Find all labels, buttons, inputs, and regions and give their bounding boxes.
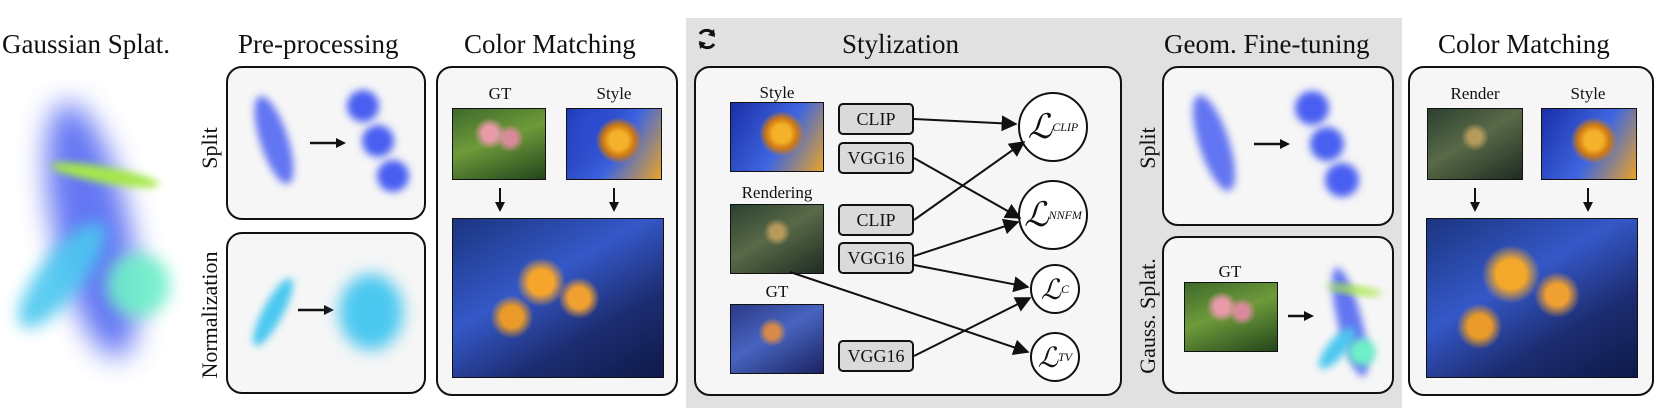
styl-gt-image [730, 304, 824, 374]
geom-gauss-splat-illustration [1288, 267, 1382, 377]
geom-gt-image [1184, 282, 1278, 352]
styl-rendering-image [730, 204, 824, 274]
cm1-style-image [566, 108, 662, 180]
network-box-vgg16-2: VGG16 [838, 242, 914, 274]
split-illustration [254, 90, 409, 192]
cm1-gt-image [452, 108, 546, 180]
title-gaussian-splat: Gaussian Splat. [2, 29, 170, 59]
cm2-render-image [1427, 108, 1523, 180]
styl-rendering-label: Rendering [741, 183, 813, 202]
network-box-clip-1: CLIP [838, 103, 914, 135]
styl-style-label: Style [759, 83, 795, 102]
normalization-illustration [253, 274, 403, 350]
styl-style-image [730, 102, 824, 172]
refresh-icon [698, 28, 716, 50]
loss-tv-subscript: TV [1058, 349, 1073, 364]
title-stylization: Stylization [842, 29, 959, 59]
styl-gt-label: GT [765, 282, 789, 301]
cm1-gt-label: GT [488, 84, 512, 103]
gaussian-splat-illustration [18, 102, 170, 358]
loss-color-symbol: ℒ [1040, 272, 1062, 306]
geom-gt-label: GT [1218, 262, 1242, 281]
cm1-style-label: Style [596, 84, 632, 103]
cm2-style-label: Style [1570, 84, 1606, 103]
loss-clip-subscript: CLIP [1052, 119, 1079, 134]
cm1-result-image [452, 218, 664, 378]
loss-color-subscript: C [1061, 281, 1070, 296]
loss-nnfm-symbol: ℒ [1024, 195, 1049, 235]
network-box-vgg16-1: VGG16 [838, 142, 914, 174]
cm2-style-image [1541, 108, 1637, 180]
loss-tv-symbol: ℒ [1037, 340, 1059, 374]
title-geom-fine-tuning: Geom. Fine-tuning [1164, 29, 1370, 59]
title-color-matching-1: Color Matching [464, 29, 636, 59]
network-box-clip-2: CLIP [838, 204, 914, 236]
cm2-render-label: Render [1450, 84, 1500, 103]
loss-clip-symbol: ℒ [1027, 107, 1053, 147]
cm2-result-image [1426, 218, 1638, 378]
loss-nnfm-subscript: NNFM [1048, 207, 1082, 222]
geom-split-illustration [1192, 91, 1359, 197]
title-pre-processing: Pre-processing [238, 29, 399, 59]
title-color-matching-2: Color Matching [1438, 29, 1610, 59]
network-box-vgg16-3: VGG16 [838, 340, 914, 372]
